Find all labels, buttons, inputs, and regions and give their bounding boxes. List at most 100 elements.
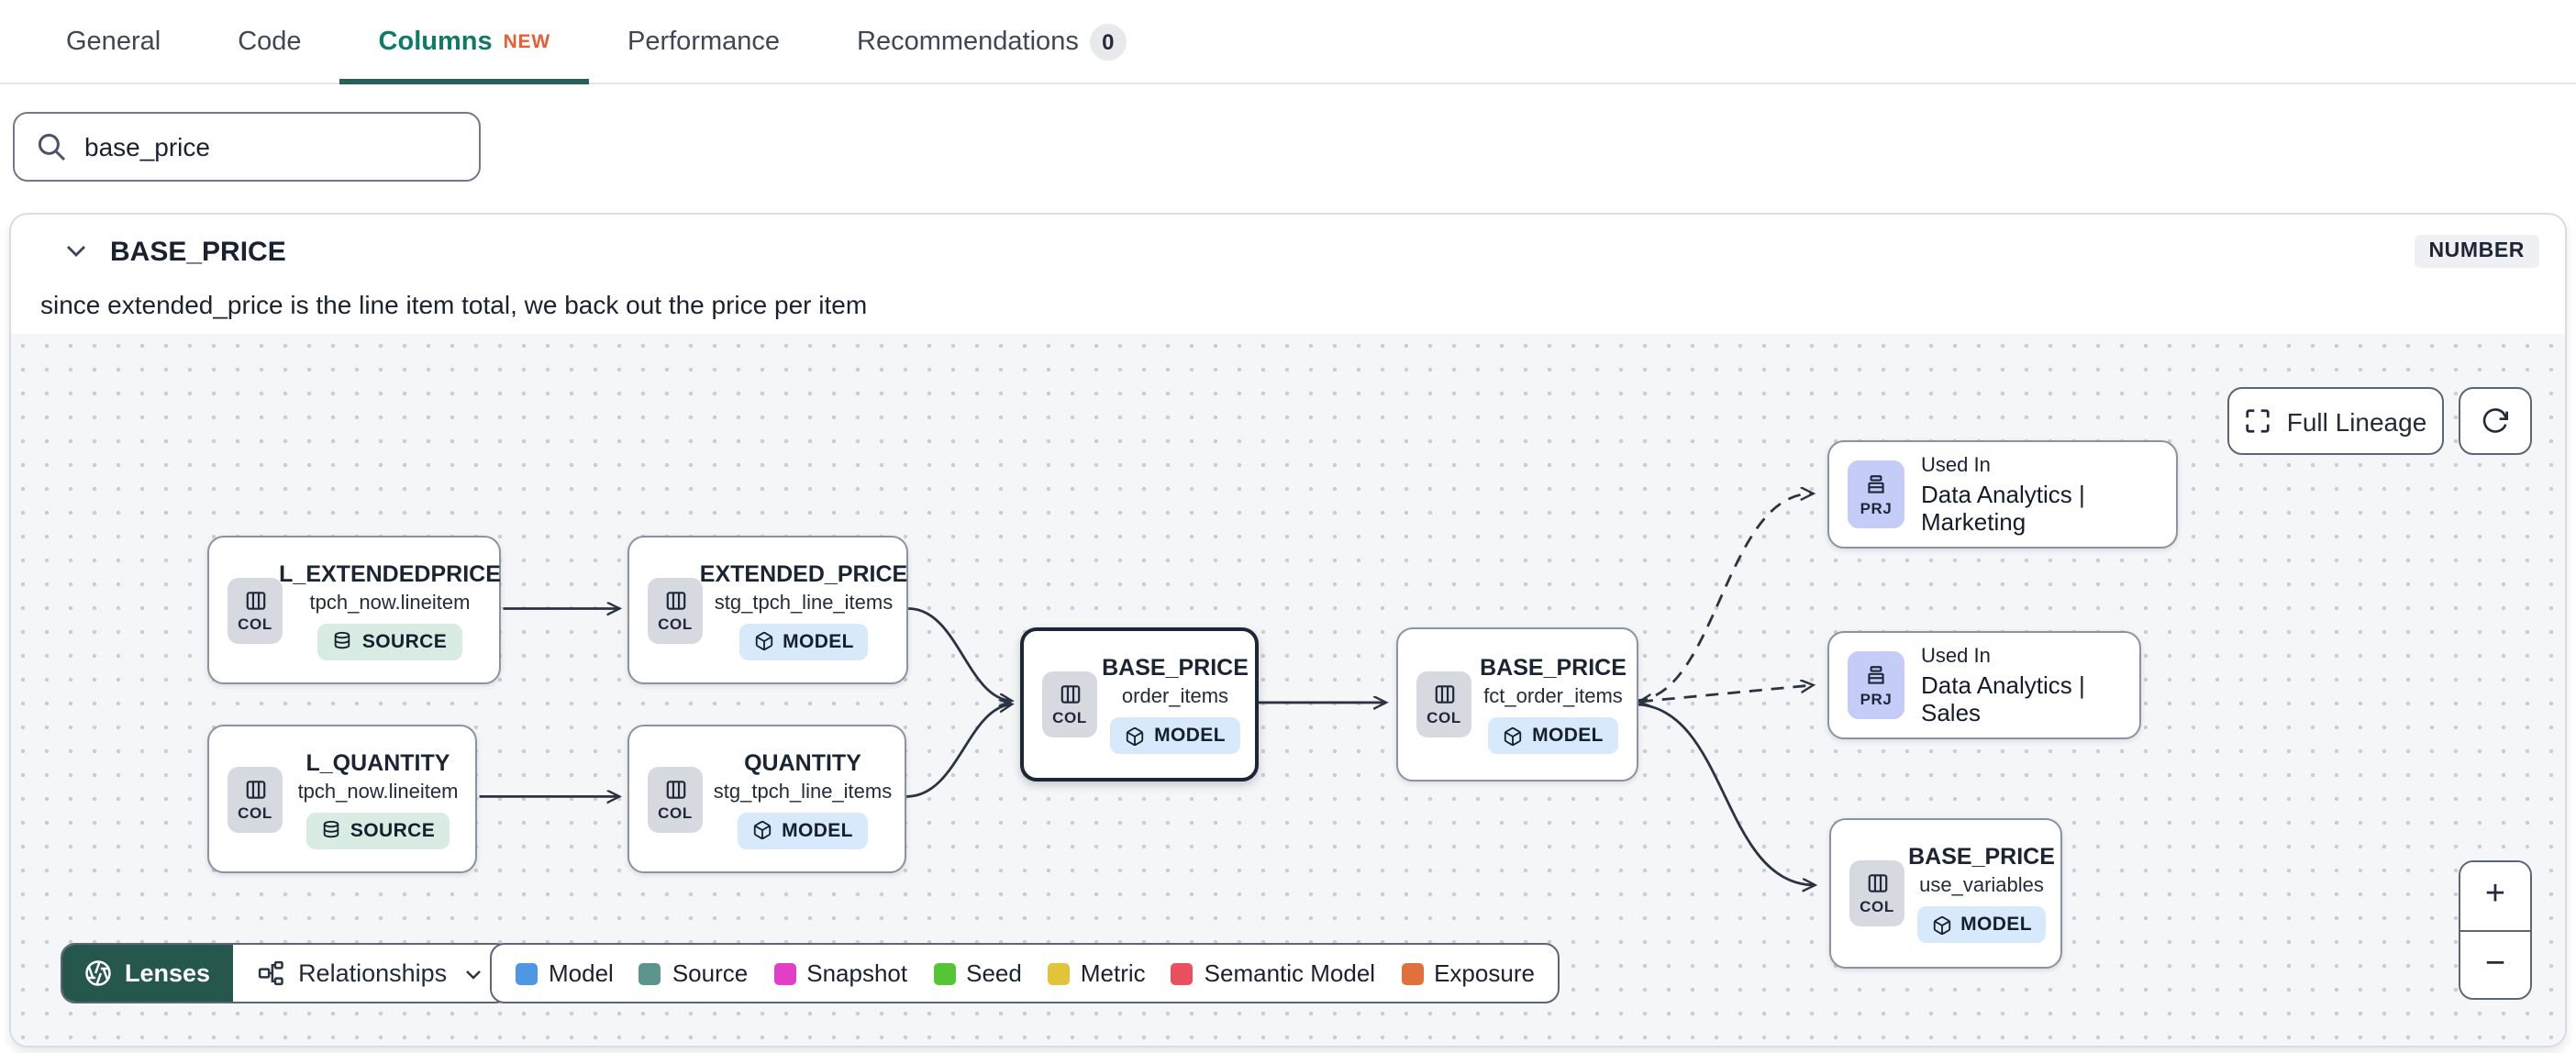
node-title: L_EXTENDEDPRICE (279, 560, 501, 586)
column-card: BASE_PRICE NUMBER since extended_price i… (9, 213, 2567, 1047)
seed-swatch (933, 962, 956, 984)
node-subtitle: order_items (1121, 686, 1229, 708)
expand-icon (2245, 407, 2272, 435)
relationships-dropdown[interactable]: Relationships (232, 945, 508, 1002)
cube-icon (753, 631, 773, 651)
project-name: Data Analytics | Sales (1921, 671, 2085, 726)
column-resource-icon: COL (1042, 671, 1097, 737)
legend-item-exposure: Exposure (1401, 959, 1535, 987)
semantic-model-swatch (1171, 962, 1194, 984)
tab-columns[interactable]: Columns NEW (339, 0, 589, 84)
column-search (13, 112, 481, 182)
cube-icon (1125, 726, 1145, 746)
lineage-node-used-in-marketing[interactable]: PRJ Used In Data Analytics | Marketing (1827, 440, 2178, 549)
data-type-badge: NUMBER (2414, 235, 2539, 268)
archive-icon (1864, 472, 1888, 496)
node-title: QUANTITY (744, 749, 861, 775)
lenses-button[interactable]: Lenses (62, 945, 233, 1002)
column-description: since extended_price is the line item to… (40, 290, 868, 319)
columns-icon (663, 777, 687, 801)
columns-icon (663, 588, 687, 612)
snapshot-swatch (773, 962, 796, 984)
column-name: BASE_PRICE (110, 237, 286, 268)
column-resource-icon: COL (228, 766, 283, 832)
column-resource-icon: COL (1849, 860, 1904, 926)
refresh-button[interactable] (2459, 387, 2532, 455)
model-badge: MODEL (1916, 906, 2047, 943)
full-lineage-button[interactable]: Full Lineage (2227, 387, 2444, 455)
lineage-node-quantity[interactable]: COL QUANTITY stg_tpch_line_items MODEL (627, 725, 906, 873)
columns-icon (1432, 682, 1456, 706)
recommendations-count-badge: 0 (1089, 23, 1127, 60)
lineage-node-base-price-fct-order-items[interactable]: COL BASE_PRICE fct_order_items MODEL (1396, 627, 1638, 781)
node-subtitle: use_variables (1919, 875, 2044, 897)
used-in-label: Used In (1921, 645, 1991, 667)
lineage-node-l-quantity[interactable]: COL L_QUANTITY tpch_now.lineitem SOURCE (207, 725, 477, 873)
model-badge: MODEL (1488, 717, 1618, 754)
columns-icon (243, 588, 267, 612)
project-name: Data Analytics | Marketing (1921, 480, 2085, 535)
project-resource-icon: PRJ (1848, 460, 1904, 528)
used-in-label: Used In (1921, 454, 1991, 476)
node-subtitle: tpch_now.lineitem (297, 781, 459, 803)
column-resource-icon: COL (228, 577, 283, 643)
zoom-out-button[interactable]: − (2460, 931, 2530, 998)
tab-performance[interactable]: Performance (627, 27, 781, 56)
node-title: BASE_PRICE (1908, 844, 2055, 870)
column-resource-icon: COL (648, 577, 703, 643)
relationships-icon (256, 959, 283, 987)
legend-item-semantic-model: Semantic Model (1171, 959, 1375, 987)
zoom-controls: + − (2459, 860, 2532, 1000)
legend-item-seed: Seed (933, 959, 1022, 987)
column-resource-icon: COL (648, 766, 703, 832)
aperture-icon (84, 959, 112, 987)
chevron-down-icon[interactable] (66, 244, 86, 259)
lineage-node-base-price-use-variables[interactable]: COL BASE_PRICE use_variables MODEL (1829, 818, 2062, 969)
zoom-in-button[interactable]: + (2460, 862, 2530, 931)
column-card-header: BASE_PRICE NUMBER (11, 215, 2565, 288)
lineage-node-l-extendedprice[interactable]: COL L_EXTENDEDPRICE tpch_now.lineitem SO… (207, 536, 501, 684)
database-icon (333, 631, 353, 651)
search-input[interactable] (13, 112, 481, 182)
archive-icon (1864, 663, 1888, 687)
node-title: L_QUANTITY (305, 749, 450, 775)
source-swatch (638, 962, 661, 984)
refresh-icon (2481, 406, 2510, 436)
model-badge: MODEL (738, 623, 869, 660)
metric-swatch (1047, 962, 1070, 984)
lenses-toolbar: Lenses Relationships (61, 943, 510, 1003)
tab-general[interactable]: General (66, 27, 161, 56)
column-resource-icon: COL (1416, 671, 1471, 737)
legend-item-metric: Metric (1047, 959, 1146, 987)
project-resource-icon: PRJ (1848, 651, 1904, 719)
legend-item-snapshot: Snapshot (773, 959, 907, 987)
resource-legend: Model Source Snapshot Seed Metric Semant… (490, 943, 1560, 1003)
node-title: BASE_PRICE (1480, 655, 1627, 681)
node-subtitle: stg_tpch_line_items (714, 592, 894, 614)
search-icon (37, 132, 66, 161)
node-subtitle: stg_tpch_line_items (713, 781, 893, 803)
lineage-node-extended-price[interactable]: COL EXTENDED_PRICE stg_tpch_line_items M… (627, 536, 908, 684)
cube-icon (1931, 914, 1951, 935)
source-badge: SOURCE (317, 623, 462, 660)
cube-icon (752, 820, 772, 840)
tab-code[interactable]: Code (238, 27, 302, 56)
lineage-edges (479, 334, 2565, 1046)
node-title: BASE_PRICE (1102, 655, 1249, 681)
columns-icon (1058, 682, 1082, 706)
node-title: EXTENDED_PRICE (699, 560, 908, 586)
lineage-node-used-in-sales[interactable]: PRJ Used In Data Analytics | Sales (1827, 631, 2141, 739)
legend-item-source: Source (638, 959, 748, 987)
lineage-node-base-price-order-items[interactable]: COL BASE_PRICE order_items MODEL (1020, 627, 1259, 781)
tab-bar: General Code Columns NEW Performance Rec… (0, 0, 2576, 84)
tab-recommendations[interactable]: Recommendations 0 (818, 0, 1165, 83)
lineage-canvas[interactable]: Full Lineage + − COL L_EXTENDEDPRICE (11, 334, 2565, 1046)
chevron-down-icon (461, 962, 483, 984)
model-badge: MODEL (738, 812, 868, 848)
model-badge: MODEL (1110, 717, 1240, 754)
node-subtitle: tpch_now.lineitem (309, 592, 471, 614)
new-badge: NEW (503, 30, 550, 52)
legend-item-model: Model (516, 959, 614, 987)
node-subtitle: fct_order_items (1483, 686, 1623, 708)
